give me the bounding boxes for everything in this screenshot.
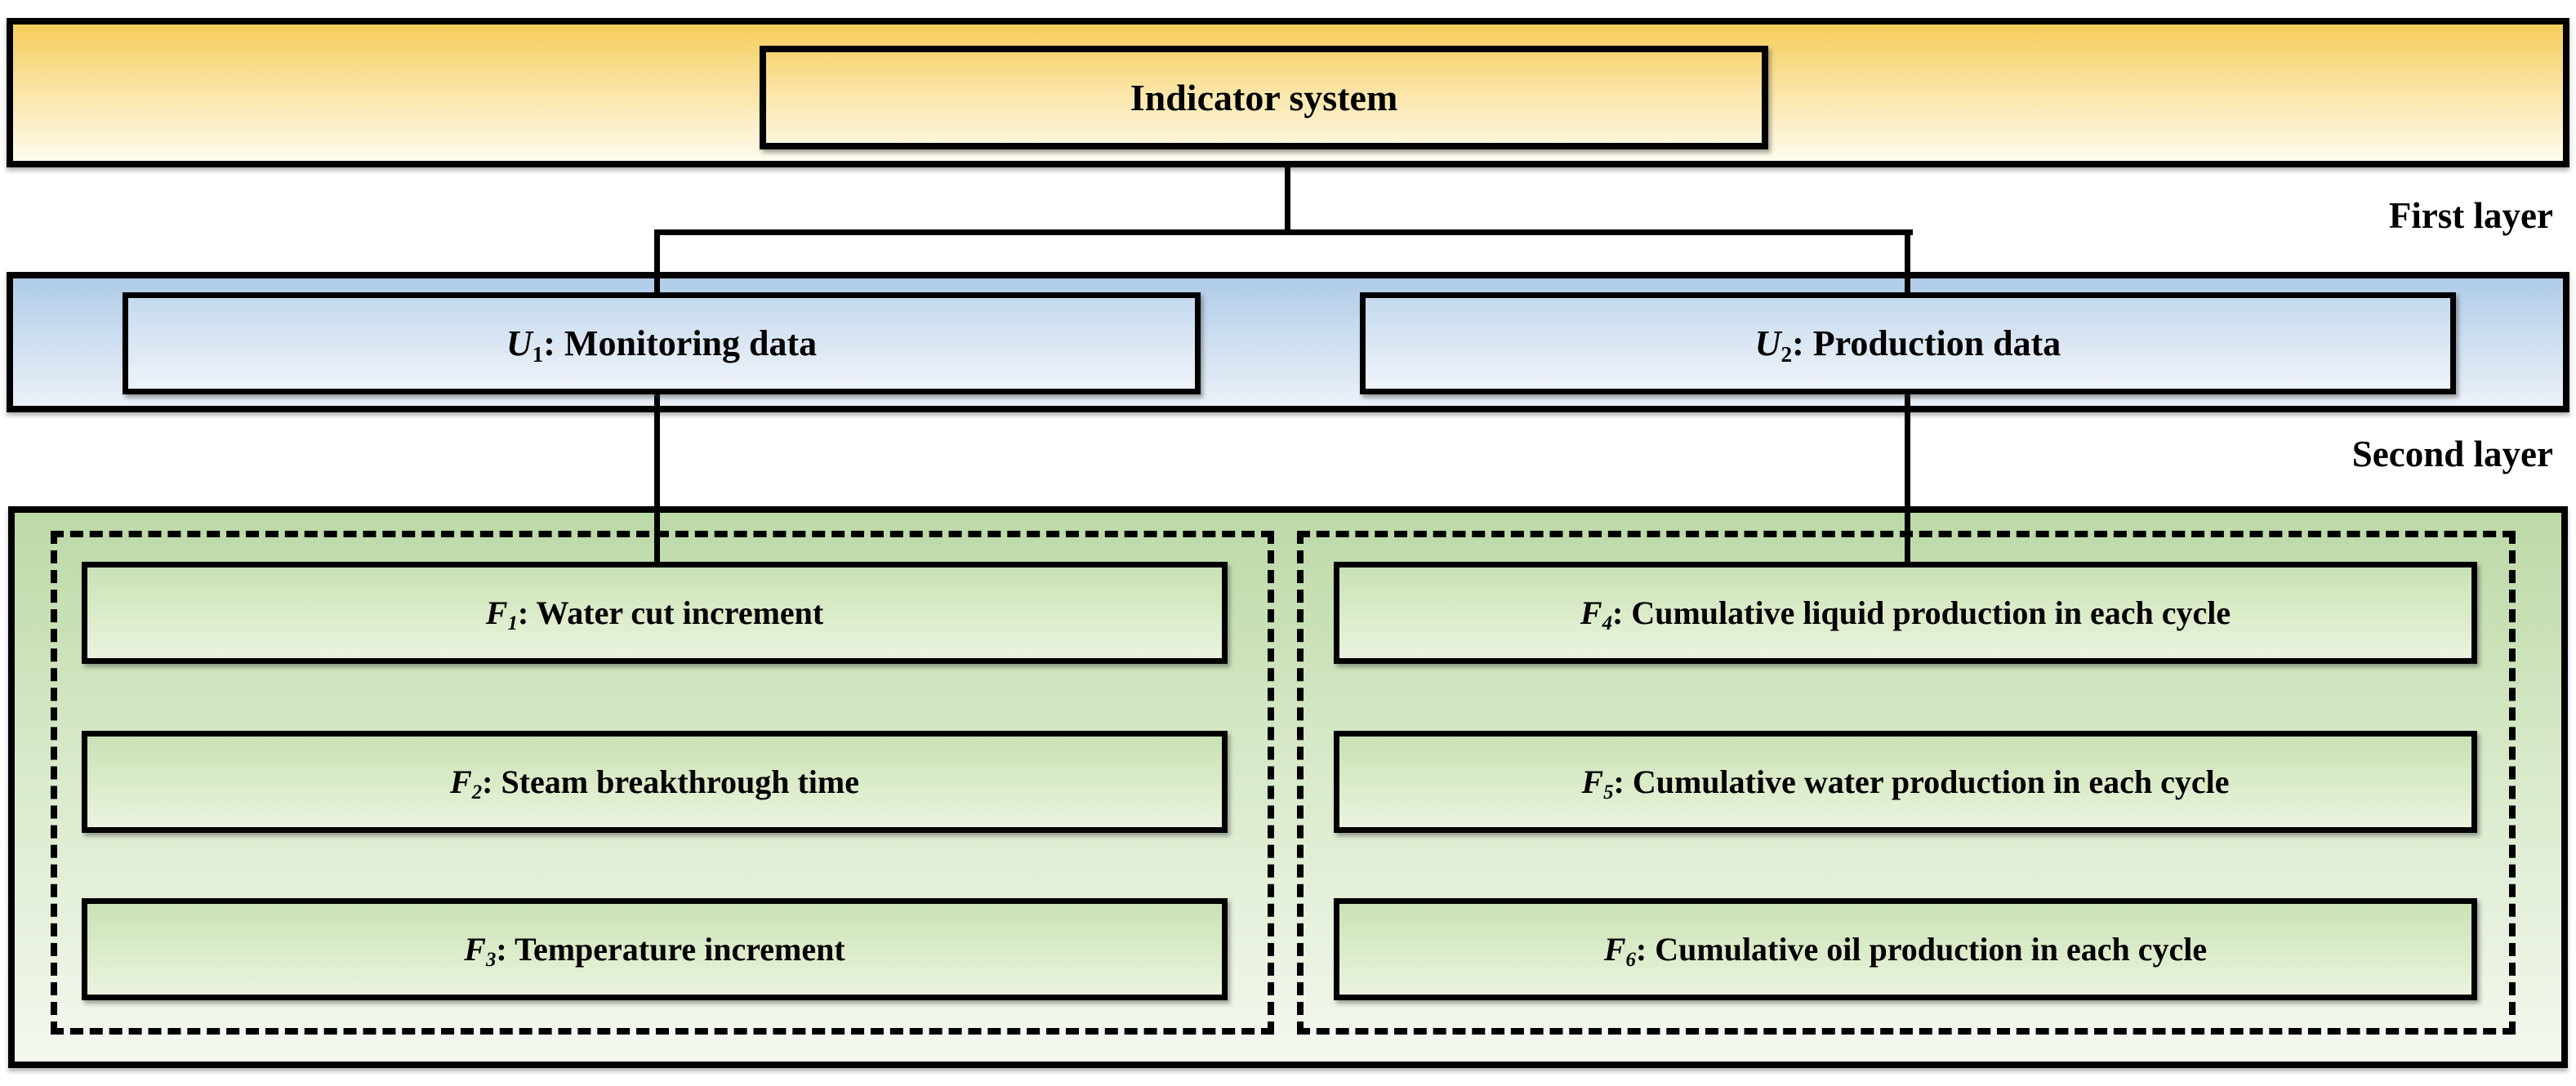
u1-monitoring-data-box: U1: Monitoring data [123, 292, 1201, 394]
connector-u2-top [1905, 229, 1910, 300]
indicator-system-box: Indicator system [760, 46, 1768, 149]
f4-label: F4: Cumulative liquid production in each… [1580, 594, 2231, 634]
u2-label: U2: Production data [1754, 323, 2061, 367]
f4-cumulative-liquid-production-box: F4: Cumulative liquid production in each… [1334, 562, 2477, 664]
f3-label: F3: Temperature increment [464, 931, 845, 971]
f5-cumulative-water-production-box: F5: Cumulative water production in each … [1334, 731, 2477, 833]
indicator-system-label: Indicator system [1130, 77, 1398, 118]
f2-steam-breakthrough-time-box: F2: Steam breakthrough time [82, 731, 1228, 833]
u1-label: U1: Monitoring data [506, 323, 818, 367]
f1-label: F1: Water cut increment [485, 594, 824, 634]
connector-u1-to-f1 [654, 389, 660, 567]
connector-u2-to-f4 [1905, 389, 1910, 567]
f6-cumulative-oil-production-box: F6: Cumulative oil production in each cy… [1334, 898, 2477, 1000]
u2-production-data-box: U2: Production data [1360, 292, 2456, 394]
f3-temperature-increment-box: F3: Temperature increment [82, 898, 1228, 1000]
second-layer-label: Second layer [2351, 434, 2553, 474]
first-layer-label: First layer [2388, 195, 2553, 236]
f6-label: F6: Cumulative oil production in each cy… [1603, 931, 2208, 971]
connector-u1-top [654, 229, 660, 300]
production-indicators-group [1297, 531, 2516, 1035]
monitoring-indicators-group [51, 531, 1274, 1035]
connector-root-vertical [1285, 165, 1290, 235]
f1-water-cut-increment-box: F1: Water cut increment [82, 562, 1228, 664]
f2-label: F2: Steam breakthrough time [450, 763, 859, 803]
f5-label: F5: Cumulative water production in each … [1581, 763, 2230, 803]
connector-branch-horizontal [654, 229, 1913, 235]
